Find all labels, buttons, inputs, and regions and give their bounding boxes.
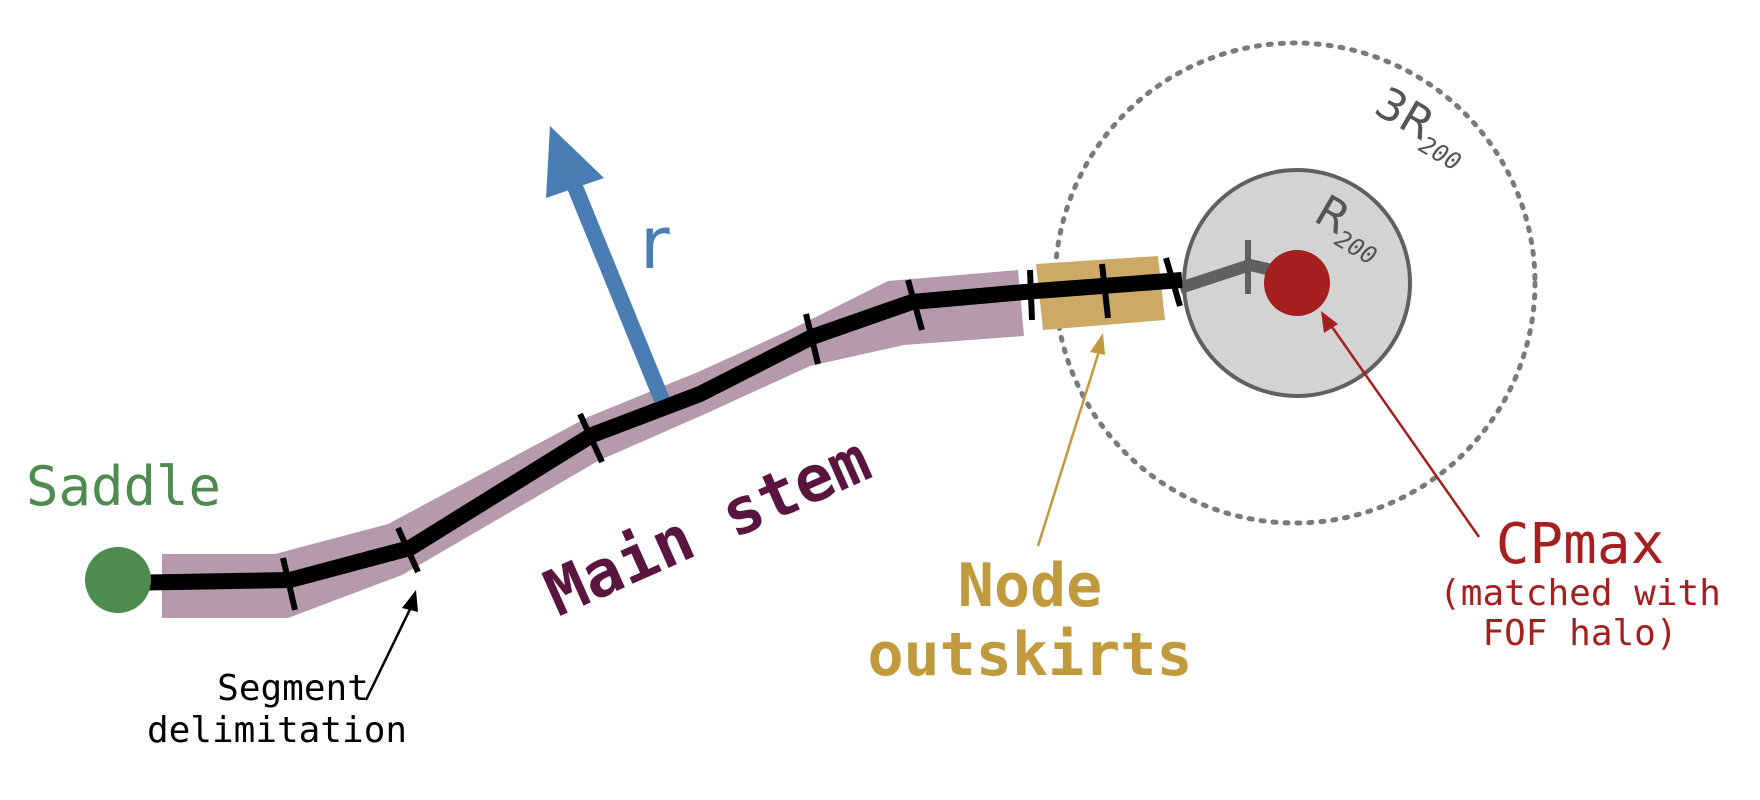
cpmax-pointer-head [1321,311,1338,333]
node-pointer-line [1036,347,1102,547]
cpmax-pointer-line [1328,323,1481,538]
cpmax-label: CPmax [1496,512,1665,577]
segment-label-line1: Segment [217,668,369,709]
segment-tick [577,412,605,464]
three-r200-label: 3R 200 [1367,77,1466,176]
node-outskirts-label-line1: Node [958,551,1103,621]
segment-tick [1163,257,1183,307]
cpmax-sublabel-line2: FOF halo) [1482,613,1677,654]
segment-tick [803,313,821,365]
r-arrow-shaft [565,178,670,404]
segment-tick [1027,269,1035,321]
node-pointer-head [1090,333,1105,355]
cpmax-point [1264,250,1330,316]
segment-tick [905,279,925,331]
segment-pointer-line [364,602,415,701]
segment-tick [280,557,298,611]
segment-tick [395,526,421,574]
saddle-point [85,547,151,613]
r-axis-label: r [640,201,670,285]
r-arrow-head [546,126,604,198]
filament-line [117,272,1183,591]
saddle-label: Saddle [26,455,221,518]
segment-pointer-head [402,590,418,612]
node-outskirts-label-line2: outskirts [867,620,1192,690]
segment-tick [1099,263,1111,319]
segment-ticks [280,257,1183,611]
segment-label-line2: delimitation [147,710,407,751]
cpmax-sublabel-line1: (matched with [1439,573,1721,614]
